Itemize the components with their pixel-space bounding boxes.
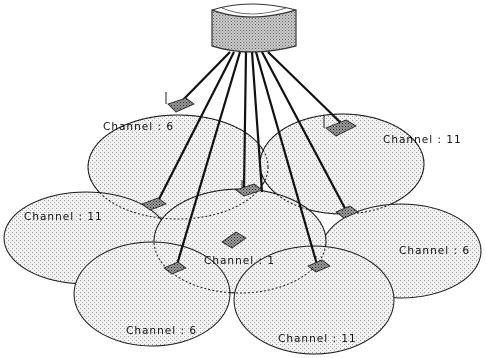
channel-label: Channel : 11 [278, 333, 357, 345]
link-cell-2 [267, 51, 343, 125]
channel-label: Channel : 6 [103, 121, 174, 133]
link-cell-4 [242, 51, 248, 191]
channel-label: Channel : 11 [383, 134, 462, 146]
channel-label: Channel : 6 [126, 325, 197, 337]
coverage-cell-7 [233, 245, 395, 355]
channel-labels: Channel : 6 Channel : 11 Channel : 11 Ch… [24, 121, 470, 345]
link-cell-2b [250, 51, 264, 193]
channel-label: Channel : 11 [24, 211, 103, 223]
channel-label: Channel : 1 [204, 255, 275, 267]
access-points [141, 92, 359, 275]
coverage-cells [3, 113, 482, 355]
access-point-icon [165, 92, 195, 113]
channel-label: Channel : 6 [399, 245, 470, 257]
access-point-icon [163, 261, 187, 275]
access-point-icon [323, 116, 357, 137]
access-point-icon [335, 205, 359, 219]
link-cell-3 [155, 51, 235, 206]
link-cell-6 [174, 51, 242, 269]
access-point-icon [307, 256, 331, 273]
link-cell-5 [261, 51, 349, 215]
access-point-icon [221, 231, 247, 249]
wired-links [155, 51, 349, 269]
access-point-icon [141, 197, 167, 211]
access-point-icon [235, 180, 263, 197]
link-cell-7 [254, 51, 320, 269]
network-switch-icon [211, 3, 297, 53]
link-cell-1 [179, 51, 231, 104]
overlap-outline-1 [87, 114, 269, 220]
coverage-cell-6 [73, 241, 231, 347]
